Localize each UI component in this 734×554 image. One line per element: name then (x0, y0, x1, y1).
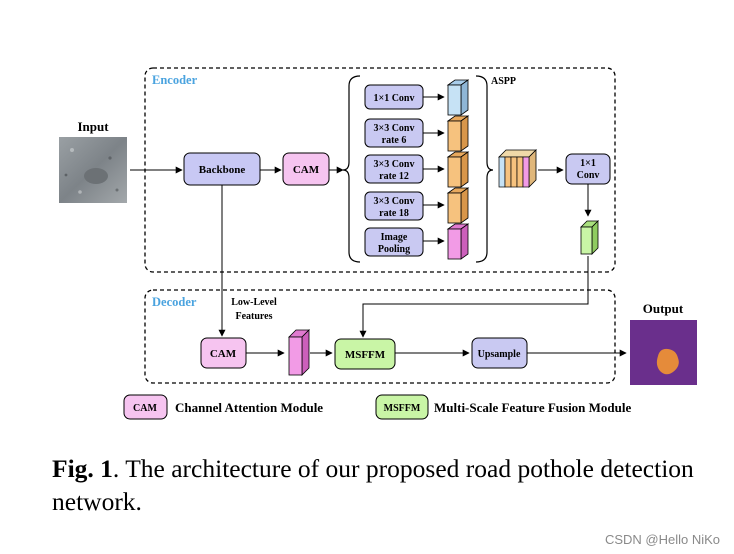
aspp-branch-3: 3×3 Conv rate 12 (364, 151, 470, 188)
aspp-branch-4: 3×3 Conv rate 18 (364, 187, 470, 224)
decoder-region (144, 289, 616, 384)
lowlevel-label-1: Low-Level (231, 297, 277, 308)
aspp-label: ASPP (491, 76, 516, 87)
legend-cam-text: Channel Attention Module (175, 400, 323, 415)
svg-text:3×3 Conv: 3×3 Conv (374, 159, 415, 170)
arrow-encoder-msffm (359, 256, 589, 338)
encoder-cam-block (282, 152, 330, 186)
figure-caption: Fig. 1. The architecture of our proposed… (52, 452, 702, 518)
aspp-left-bracket (342, 75, 361, 263)
encoder-label: Encoder (152, 73, 198, 87)
decoder-cam-feature (288, 329, 310, 376)
svg-text:3×3 Conv: 3×3 Conv (374, 196, 415, 207)
decoder-cam-label: CAM (210, 348, 237, 360)
backbone-label: Backbone (199, 164, 246, 176)
svg-text:rate 6: rate 6 (382, 135, 407, 146)
encoder-output-feature (580, 220, 599, 255)
aspp-right-bracket (475, 75, 494, 263)
legend-msffm-text: Multi-Scale Feature Fusion Module (434, 400, 632, 415)
conv1x1-label-1: 1×1 (580, 158, 596, 169)
aspp-branch-1: 1×1 Conv (364, 79, 470, 116)
svg-text:Image: Image (381, 232, 408, 243)
lowlevel-label-2: Features (235, 311, 272, 322)
upsample-label: Upsample (478, 349, 521, 360)
legend-msffm-key (375, 394, 429, 420)
svg-text:Pooling: Pooling (378, 244, 410, 255)
input-label: Input (77, 119, 109, 134)
svg-text:rate 12: rate 12 (379, 171, 409, 182)
caption-text: . The architecture of our proposed road … (52, 454, 694, 516)
output-label: Output (643, 301, 684, 316)
svg-text:1×1 Conv: 1×1 Conv (374, 93, 415, 104)
svg-text:3×3 Conv: 3×3 Conv (374, 123, 415, 134)
legend-cam-key-label: CAM (133, 403, 157, 414)
input-road-image (59, 137, 127, 203)
legend-cam-key (123, 394, 168, 420)
encoder-cam-label: CAM (293, 164, 320, 176)
concat-feature-stack (498, 149, 537, 188)
figure-number: Fig. 1 (52, 454, 113, 483)
legend-msffm-key-label: MSFFM (384, 403, 421, 414)
decoder-label: Decoder (152, 295, 197, 309)
aspp-branch-5: Image Pooling (364, 223, 470, 260)
msffm-label: MSFFM (345, 349, 386, 361)
conv1x1-label-2: Conv (577, 170, 600, 181)
msffm-block (334, 338, 396, 370)
output-segmentation-image (630, 320, 697, 385)
svg-text:rate 18: rate 18 (379, 208, 409, 219)
aspp-branch-2: 3×3 Conv rate 6 (364, 115, 470, 152)
watermark: CSDN @Hello NiKo (604, 532, 720, 547)
